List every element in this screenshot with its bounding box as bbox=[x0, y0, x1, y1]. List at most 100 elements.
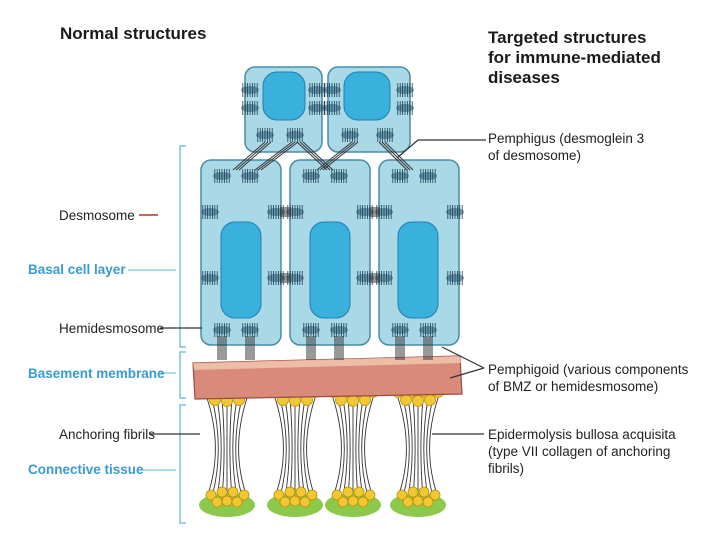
desmosome bbox=[286, 128, 304, 142]
fibril-strand bbox=[216, 397, 222, 498]
junction-strand bbox=[319, 141, 356, 171]
normal-structures-header: Normal structures bbox=[60, 24, 207, 43]
basal-layer-bracket bbox=[179, 145, 186, 348]
desmosome bbox=[446, 271, 464, 285]
desmosome bbox=[376, 128, 394, 142]
fibril-strand bbox=[355, 397, 359, 498]
anchoring-node bbox=[353, 486, 365, 498]
fibril-strand bbox=[402, 397, 410, 498]
fibril-strand bbox=[279, 397, 287, 498]
hemidesmosome bbox=[330, 323, 348, 337]
anchoring-node bbox=[400, 394, 412, 406]
anchoring-node bbox=[273, 489, 285, 501]
connective-tissue-bracket bbox=[179, 404, 186, 524]
fibril-strand bbox=[429, 397, 439, 498]
pemphigoid-label: Pemphigoid (various components of BMZ or… bbox=[488, 362, 689, 394]
anchoring-node bbox=[231, 496, 243, 508]
anchoring-node bbox=[396, 489, 408, 501]
desmosome bbox=[341, 128, 359, 142]
anchoring-node bbox=[424, 394, 436, 406]
desmosome bbox=[241, 101, 259, 115]
junction-strand bbox=[232, 141, 266, 171]
anchoring-node bbox=[227, 486, 239, 498]
anchoring-node bbox=[289, 495, 301, 507]
anchoring-node bbox=[347, 395, 359, 407]
desmosome bbox=[446, 205, 464, 219]
desmosome bbox=[330, 169, 348, 183]
anchoring-node bbox=[284, 486, 296, 498]
fibril-strand bbox=[229, 397, 233, 498]
eba-label: Epidermolysis bullosa acquisita (type VI… bbox=[488, 427, 676, 476]
fibril-strand bbox=[284, 397, 290, 498]
anchoring-node bbox=[221, 495, 233, 507]
basement-membrane-label: Basement membrane bbox=[28, 366, 165, 381]
anchoring-node bbox=[295, 486, 307, 498]
junctions-group bbox=[201, 83, 464, 360]
fibril-strand bbox=[235, 397, 243, 498]
fibril-strand bbox=[423, 397, 429, 498]
junction-strand bbox=[378, 141, 408, 171]
junction-strand bbox=[299, 141, 331, 171]
junction-strand bbox=[381, 141, 411, 171]
basal-cell-2 bbox=[289, 159, 371, 346]
anchoring-node bbox=[347, 495, 359, 507]
desmosome-label: Desmosome bbox=[59, 208, 135, 223]
pemphigoid-leader-1 bbox=[441, 346, 485, 369]
desmosome bbox=[308, 83, 326, 97]
fibril-strand bbox=[297, 397, 301, 498]
desmosome bbox=[302, 169, 320, 183]
nucleus bbox=[220, 221, 262, 319]
basal-cell-layer-label: Basal cell layer bbox=[28, 262, 126, 277]
hemidesmosome bbox=[241, 323, 259, 337]
anchoring-node bbox=[331, 489, 343, 501]
hemidesmosome bbox=[213, 323, 231, 337]
desmosome bbox=[396, 101, 414, 115]
anchoring-node bbox=[337, 496, 349, 508]
targeted-structures-header: Targeted structures for immune-mediated … bbox=[488, 28, 661, 87]
fibril-strand bbox=[289, 397, 293, 498]
fibril-strand bbox=[337, 397, 345, 498]
anchoring-node bbox=[364, 489, 376, 501]
anchoring-node bbox=[422, 496, 434, 508]
nucleus bbox=[397, 221, 439, 319]
desmosome bbox=[391, 169, 409, 183]
anchoring-node bbox=[429, 489, 441, 501]
fibril-strand bbox=[303, 397, 311, 498]
junction-strand bbox=[260, 141, 299, 171]
anchoring-node bbox=[357, 496, 369, 508]
nucleus bbox=[262, 71, 306, 121]
fibril-strand bbox=[342, 397, 348, 498]
anchoring-node bbox=[238, 489, 250, 501]
nucleus bbox=[309, 221, 351, 319]
desmosome bbox=[241, 169, 259, 183]
anchoring-node bbox=[418, 486, 430, 498]
anchoring-fibril-3 bbox=[325, 376, 381, 517]
anchoring-node bbox=[306, 489, 318, 501]
anchoring-node bbox=[407, 486, 419, 498]
fibril-strand bbox=[238, 397, 248, 498]
desmosome bbox=[256, 128, 274, 142]
hemidesmosome bbox=[302, 323, 320, 337]
desmosome bbox=[241, 83, 259, 97]
desmosome bbox=[323, 101, 341, 115]
junction-strand bbox=[322, 141, 359, 171]
connective-tissue-label: Connective tissue bbox=[28, 462, 144, 477]
desmosome bbox=[213, 169, 231, 183]
fibril-strand bbox=[358, 397, 364, 498]
anchoring-node bbox=[412, 395, 424, 407]
fibril-strand bbox=[397, 397, 407, 498]
anchoring-node bbox=[205, 489, 217, 501]
fibril-strand bbox=[274, 397, 284, 498]
desmosome bbox=[396, 83, 414, 97]
hemidesmosome-label: Hemidesmosome bbox=[59, 321, 165, 336]
junction-strand bbox=[254, 141, 293, 171]
hemidesmosome bbox=[391, 323, 409, 337]
membrane-highlight bbox=[193, 356, 461, 370]
fibril-strand bbox=[420, 397, 424, 498]
desmosome bbox=[323, 83, 341, 97]
basal-cell-1 bbox=[200, 159, 282, 346]
basal-cell-3 bbox=[378, 159, 460, 346]
fibril-strand bbox=[221, 397, 225, 498]
fibril-strand bbox=[364, 397, 374, 498]
